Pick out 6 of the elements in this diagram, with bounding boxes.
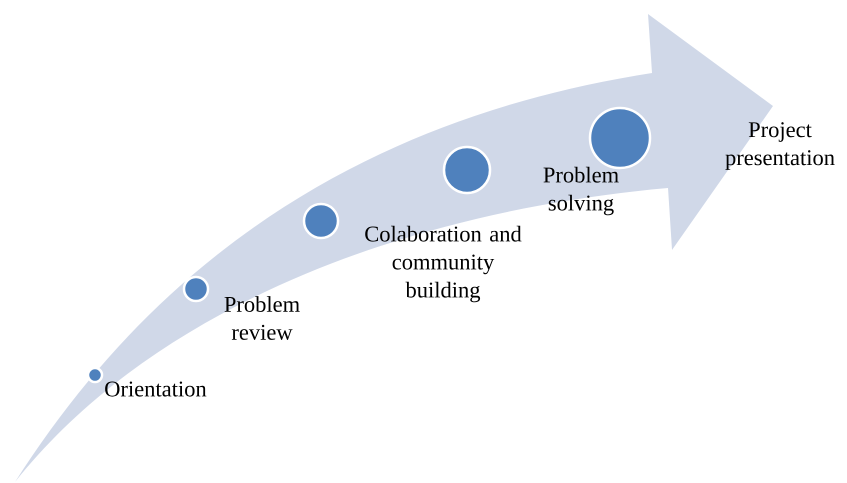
circle-marker (86, 366, 104, 384)
circle-marker (302, 202, 340, 240)
step-label: Colaboration and community building (365, 226, 522, 302)
circle-marker (442, 146, 492, 194)
circle-marker (182, 276, 210, 302)
step-label: Problem solving (544, 166, 619, 216)
